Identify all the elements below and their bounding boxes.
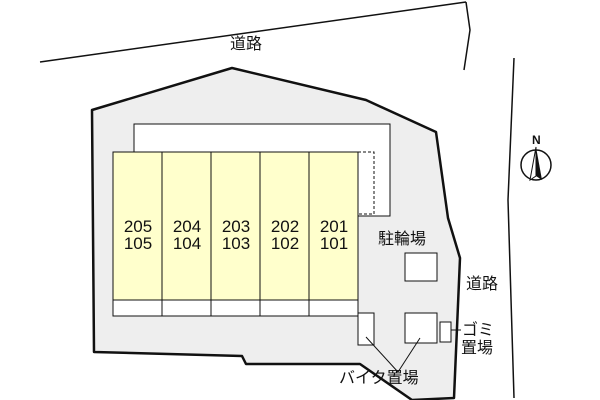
balcony-3: [210, 299, 261, 317]
unit-number-lower: 105: [123, 234, 153, 253]
unit-number-lower: 104: [172, 234, 202, 253]
bicycle-parking-label: 駐輪場: [378, 229, 427, 248]
balcony-2: [161, 299, 212, 317]
balcony-1: [112, 299, 163, 317]
compass-needle-dark: [536, 147, 542, 180]
top-road-edge: [39, 1, 467, 63]
unit-number-lower: 103: [221, 234, 251, 253]
unit-number-upper: 204: [172, 217, 202, 236]
motorbike-leader-right: [397, 337, 421, 373]
motorbike-leader-left: [365, 336, 399, 373]
top-road-edge-right: [463, 1, 471, 71]
unit-number-upper: 202: [270, 217, 300, 236]
unit-number-upper: 201: [319, 217, 349, 236]
right-road-edge: [507, 57, 515, 399]
garbage-station-box: [439, 321, 452, 343]
north-label: N: [532, 133, 541, 147]
unit-number-upper: 203: [221, 217, 251, 236]
north-compass: [520, 146, 552, 182]
apartment-building: [112, 151, 359, 317]
garbage-station-label-line2: 置場: [461, 338, 494, 357]
right-road-label: 道路: [466, 274, 499, 293]
unit-block-2: [161, 151, 212, 301]
unit-block-3: [210, 151, 261, 301]
unit-number-upper: 205: [123, 217, 153, 236]
motorbike-parking-left-box: [357, 312, 375, 346]
bicycle-parking-box: [404, 252, 438, 282]
balcony-4: [259, 299, 310, 317]
unit-number-lower: 101: [319, 234, 349, 253]
balcony-5: [308, 299, 359, 317]
motorbike-parking-label: バイク置場: [339, 368, 419, 387]
compass-needle-light: [529, 146, 537, 182]
garbage-station-label-line1: ゴミ: [462, 320, 495, 339]
unit-block-5: [308, 151, 359, 301]
top-road-label: 道路: [230, 34, 263, 53]
unit-number-lower: 102: [270, 234, 300, 253]
unit-block-4: [259, 151, 310, 301]
motorbike-parking-right-box: [404, 312, 438, 344]
